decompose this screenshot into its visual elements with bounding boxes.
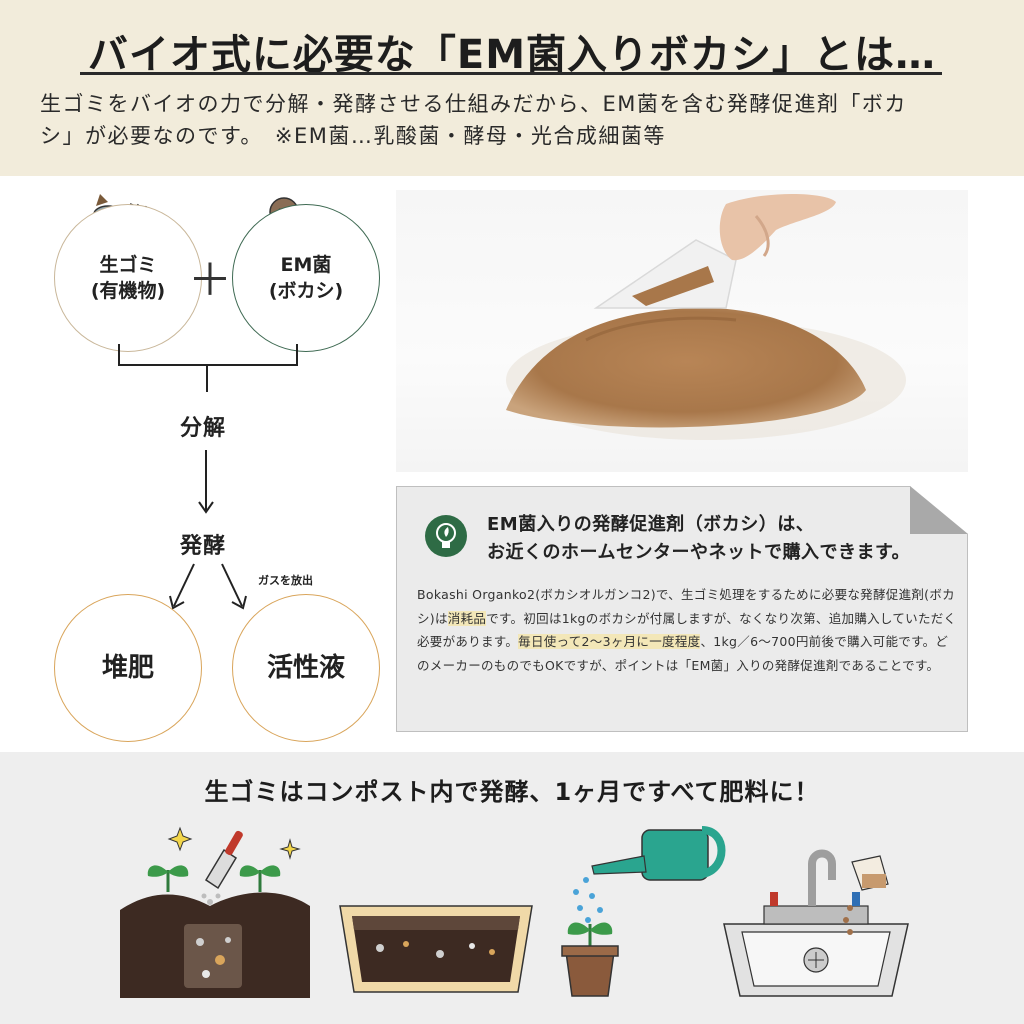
- page-title: バイオ式に必要な「EM菌入りボカシ」とは…: [87, 32, 937, 78]
- raw-garbage-label: 生ゴミ: [99, 254, 157, 276]
- card-heading-line-2: お近くのホームセンターやネットで購入できます。: [487, 542, 911, 563]
- em-bokashi-circle: EM菌 (ボカシ): [232, 204, 380, 352]
- card-body-part-3: 、1kg／6〜700円前後で購入可能です。どのメーカーのものでもOKですが、ポイ…: [417, 634, 949, 673]
- bokashi-pile-image: [506, 194, 906, 440]
- gas-release-label: ガスを放出: [258, 574, 313, 587]
- compost-label: 堆肥: [101, 653, 154, 683]
- bokashi-photo: [396, 190, 968, 472]
- card-heading-line-1: EM菌入りの発酵促進剤（ボカシ）は、: [487, 514, 815, 535]
- highlight-frequency: 毎日使って2〜3ヶ月に一度程度: [518, 634, 701, 649]
- watering-plant-illustration: [561, 826, 726, 997]
- lightbulb-icon: [425, 515, 467, 557]
- soil-burial-illustration: [120, 826, 310, 998]
- page-fold-corner: [910, 486, 968, 534]
- split-arrows-icon: [169, 563, 247, 610]
- intro-line-2: シ」が必要なのです。 ※EM菌…乳酸菌・酵母・光合成細菌等: [40, 124, 666, 148]
- title-underline: [80, 72, 942, 75]
- raw-garbage-circle: 生ゴミ (有機物): [54, 204, 202, 352]
- em-sub: (ボカシ): [268, 280, 344, 302]
- raw-garbage-sub: (有機物): [90, 280, 166, 302]
- ferment-label: 発酵: [180, 534, 227, 559]
- active-liquid-label: 活性液: [266, 653, 345, 683]
- plus-sign: ＋: [188, 255, 232, 306]
- decompose-label: 分解: [180, 416, 227, 441]
- bottom-title: 生ゴミはコンポスト内で発酵、1ヶ月ですべて肥料に！: [204, 778, 820, 806]
- compost-circle: 堆肥: [54, 594, 202, 742]
- purchase-info-card: EM菌入りの発酵促進剤（ボカシ）は、 お近くのホームセンターやネットで購入できま…: [396, 486, 968, 732]
- intro-line-1: 生ゴミをバイオの力で分解・発酵させる仕組みだから、EM菌を含む発酵促進剤「ボカ: [40, 92, 907, 116]
- card-body-part-1: Bokashi Organko2(ボカシオルガンコ2)で、生ゴミ処理をするために…: [417, 587, 955, 626]
- active-liquid-circle: 活性液: [232, 594, 380, 742]
- header-band: [0, 0, 1024, 176]
- em-label: EM菌: [280, 254, 332, 276]
- merge-bracket: [118, 344, 298, 366]
- merge-stem: [206, 366, 208, 392]
- down-arrow-icon: [198, 450, 214, 514]
- compost-bin-illustration: [339, 905, 533, 993]
- intro-text: 生ゴミをバイオの力で分解・発酵させる仕組みだから、EM菌を含む発酵促進剤「ボカ …: [40, 88, 990, 152]
- highlight-consumable: 消耗品: [447, 610, 487, 626]
- card-heading: EM菌入りの発酵促進剤（ボカシ）は、 お近くのホームセンターやネットで購入できま…: [487, 511, 910, 567]
- sink-drain-illustration: [723, 849, 909, 997]
- card-body: Bokashi Organko2(ボカシオルガンコ2)で、生ゴミ処理をするために…: [417, 583, 957, 677]
- card-body-part-2: です。初回は1kgのボカシが付属しますが、なくなり次第、追加購入していただく必要…: [417, 610, 957, 650]
